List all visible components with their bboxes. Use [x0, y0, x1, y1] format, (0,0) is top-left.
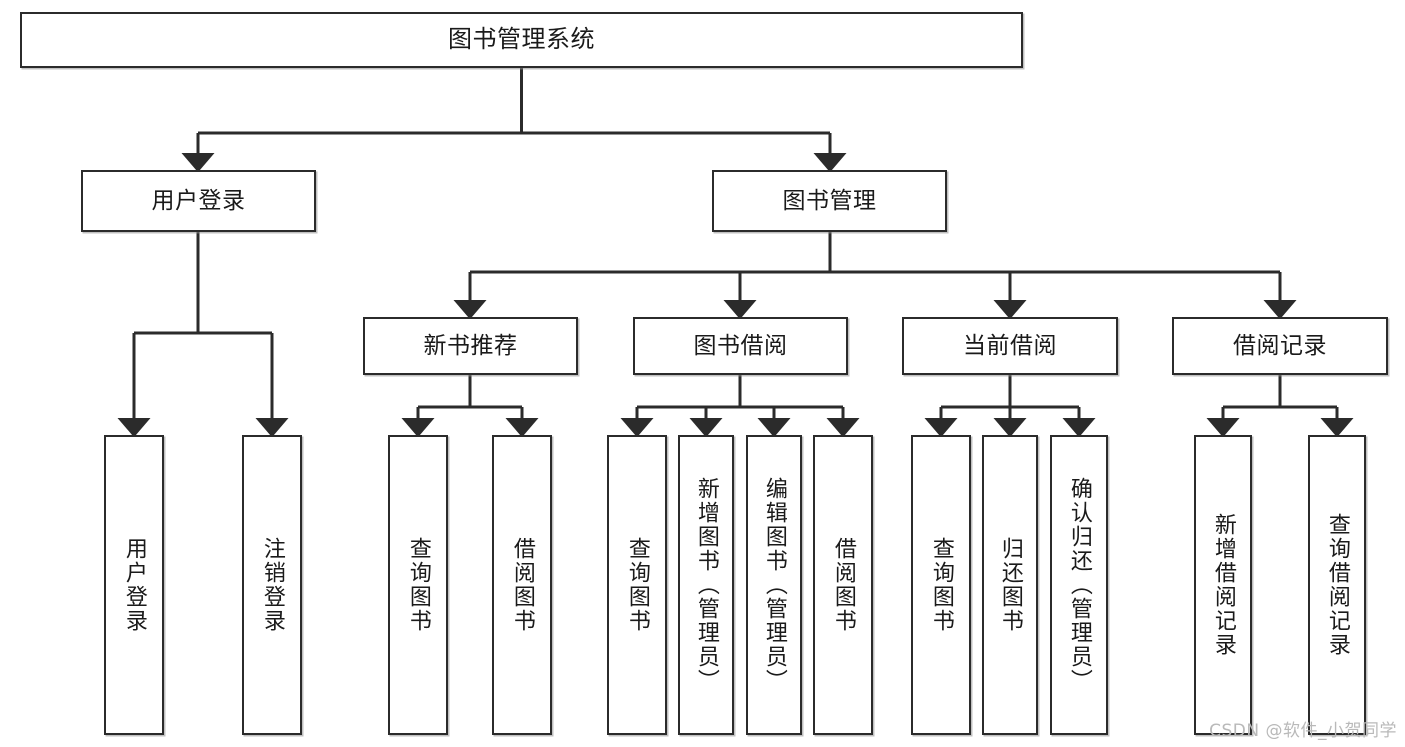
node-label: 查询图书 — [624, 537, 650, 633]
node-label: 归还图书 — [997, 537, 1023, 633]
node-label: 编辑图书（管理员） — [761, 477, 787, 693]
node-label: 借阅记录 — [1233, 332, 1327, 359]
node-library-management-system[interactable]: 图书管理系统 — [20, 12, 1023, 68]
node-label: 查询图书 — [928, 537, 954, 633]
node-label: 用户登录 — [151, 187, 246, 214]
node-label: 查询借阅记录 — [1324, 513, 1350, 657]
node-user-login[interactable]: 用户登录 — [81, 170, 316, 232]
leaf-confirm-return-admin[interactable]: 确认归还（管理员） — [1050, 435, 1108, 735]
node-label: 借阅图书 — [509, 537, 535, 633]
node-label: 新增图书（管理员） — [693, 477, 719, 693]
node-new-book-recommendation[interactable]: 新书推荐 — [363, 317, 578, 375]
csdn-watermark: CSDN @软件_小贺同学 — [1209, 721, 1397, 741]
leaf-borrow-books-new-book[interactable]: 借阅图书 — [492, 435, 552, 735]
node-book-borrowing[interactable]: 图书借阅 — [633, 317, 848, 375]
leaf-borrow-books[interactable]: 借阅图书 — [813, 435, 873, 735]
leaf-add-book-admin[interactable]: 新增图书（管理员） — [678, 435, 734, 735]
leaf-logout[interactable]: 注销登录 — [242, 435, 302, 735]
node-book-management[interactable]: 图书管理 — [712, 170, 947, 232]
leaf-user-login[interactable]: 用户登录 — [104, 435, 164, 735]
node-label: 借阅图书 — [830, 537, 856, 633]
node-label: 用户登录 — [121, 537, 147, 633]
node-label: 图书管理系统 — [448, 25, 595, 54]
node-label: 注销登录 — [259, 537, 285, 633]
node-label: 新增借阅记录 — [1210, 513, 1236, 657]
node-label: 新书推荐 — [423, 332, 518, 359]
leaf-edit-book-admin[interactable]: 编辑图书（管理员） — [746, 435, 802, 735]
leaf-query-books-new-book[interactable]: 查询图书 — [388, 435, 448, 735]
node-label: 图书管理 — [782, 187, 877, 214]
leaf-return-books[interactable]: 归还图书 — [982, 435, 1038, 735]
leaf-query-books-current[interactable]: 查询图书 — [911, 435, 971, 735]
node-current-borrowing[interactable]: 当前借阅 — [902, 317, 1118, 375]
leaf-query-books-borrow[interactable]: 查询图书 — [607, 435, 667, 735]
node-label: 图书借阅 — [693, 332, 788, 359]
node-label: 查询图书 — [405, 537, 431, 633]
node-label: 当前借阅 — [963, 332, 1057, 359]
node-label: 确认归还（管理员） — [1066, 477, 1092, 693]
node-borrowing-records[interactable]: 借阅记录 — [1172, 317, 1388, 375]
leaf-add-borrow-record[interactable]: 新增借阅记录 — [1194, 435, 1252, 735]
leaf-query-borrow-record[interactable]: 查询借阅记录 — [1308, 435, 1366, 735]
